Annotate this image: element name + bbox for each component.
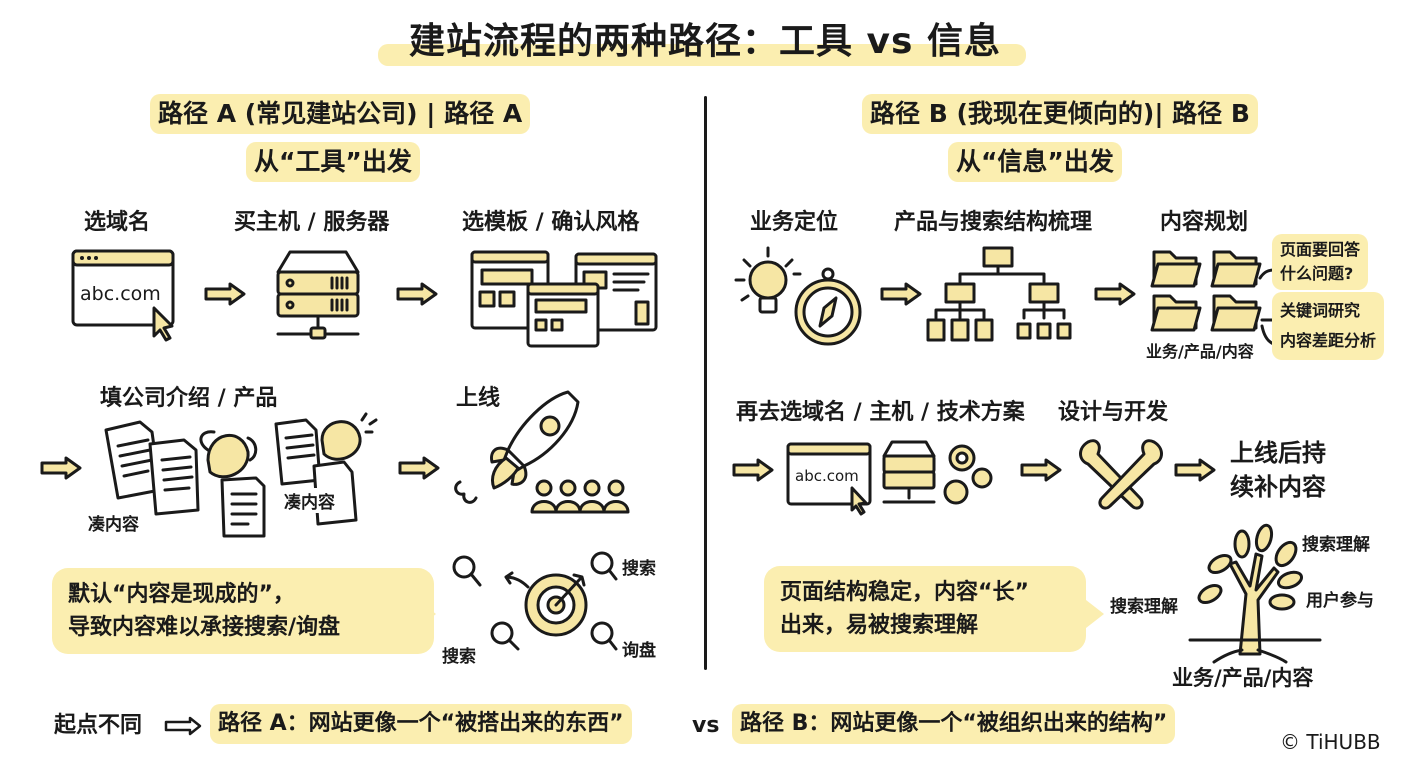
arrow-icon bbox=[1020, 458, 1062, 482]
note-line: 关键词研究 bbox=[1280, 301, 1361, 320]
lightbulb-compass-icon bbox=[734, 246, 862, 346]
note-keyword-gap: 关键词研究 内容差距分析 bbox=[1272, 292, 1385, 360]
arrow-outline-icon bbox=[164, 716, 202, 736]
bubble-tail bbox=[418, 600, 436, 628]
step-a2-label: 买主机 / 服务器 bbox=[234, 210, 390, 235]
bubble-tail bbox=[1086, 600, 1104, 628]
step-a3-label: 选模板 / 确认风格 bbox=[462, 210, 640, 235]
step-b6-line1: 上线后持 bbox=[1230, 439, 1326, 467]
note-page-questions: 页面要回答 什么问题? bbox=[1272, 234, 1369, 290]
tools-icon bbox=[1079, 439, 1163, 510]
path-b-subheading: 从“信息”出发 bbox=[948, 142, 1122, 182]
bottom-vs: vs bbox=[692, 713, 720, 738]
copyright: © TiHUBB bbox=[1280, 730, 1381, 754]
target-search-icon bbox=[452, 551, 618, 651]
arrow-icon bbox=[1094, 282, 1136, 306]
step-b1-label: 业务定位 bbox=[750, 210, 839, 235]
path-a-bubble: 默认“内容是现成的”， 导致内容难以承接搜索/询盘 bbox=[52, 568, 434, 654]
note-fill-content-2: 凑内容 bbox=[284, 488, 335, 513]
folders-icon bbox=[1150, 250, 1262, 332]
step-b3-label: 内容规划 bbox=[1160, 210, 1249, 235]
path-b-bubble-line1: 页面结构稳定，内容“长” bbox=[780, 580, 1029, 605]
title-highlight bbox=[378, 44, 1026, 66]
tree-label-user: 用户参与 bbox=[1306, 591, 1374, 611]
server-icon bbox=[276, 250, 360, 340]
tree-label-search-top: 搜索理解 bbox=[1302, 535, 1370, 555]
templates-icon bbox=[470, 250, 658, 348]
browser-server-gears-icon bbox=[786, 440, 993, 516]
arrow-icon bbox=[880, 282, 922, 306]
step-a1-label: 选域名 bbox=[84, 210, 151, 235]
note-line: 页面要回答 bbox=[1280, 240, 1361, 259]
arrow-icon bbox=[40, 456, 82, 480]
path-b-bubble-line2: 出来，易被搜索理解 bbox=[780, 613, 979, 638]
hierarchy-tree-icon bbox=[926, 246, 1072, 342]
arrow-icon bbox=[396, 282, 438, 306]
tree-label-roots: 业务/产品/内容 bbox=[1172, 666, 1314, 690]
step-b6-label: 上线后持 续补内容 bbox=[1230, 436, 1326, 504]
bottom-path-b-summary: 路径 B：网站更像一个“被组织出来的结构” bbox=[732, 704, 1176, 744]
domain-text: abc.com bbox=[80, 283, 161, 305]
step-b4-label: 再去选域名 / 主机 / 技术方案 bbox=[736, 400, 1025, 425]
growing-tree-icon bbox=[1188, 523, 1322, 664]
arrow-icon bbox=[732, 458, 774, 482]
rocket-launch-icon bbox=[454, 390, 630, 514]
browser-domain-icon bbox=[71, 249, 175, 342]
arrow-icon bbox=[398, 456, 440, 480]
target-label-inquiry: 询盘 bbox=[622, 641, 656, 661]
path-b-bubble: 页面结构稳定，内容“长” 出来，易被搜索理解 bbox=[764, 566, 1086, 652]
step-b2-label: 产品与搜索结构梳理 bbox=[894, 210, 1093, 235]
page-title: 建站流程的两种路径：工具 vs 信息 bbox=[409, 21, 1001, 62]
domain-text-b: abc.com bbox=[795, 467, 859, 485]
folders-caption: 业务/产品/内容 bbox=[1146, 342, 1254, 361]
stressed-documents-icon bbox=[104, 412, 378, 538]
path-a-heading: 路径 A (常见建站公司) | 路径 A bbox=[150, 94, 531, 134]
note-line: 什么问题? bbox=[1280, 264, 1354, 283]
note-fill-content-1: 凑内容 bbox=[88, 515, 139, 535]
step-a4-label: 填公司介绍 / 产品 bbox=[100, 386, 278, 411]
step-a5-label: 上线 bbox=[456, 386, 501, 411]
arrow-icon bbox=[1174, 458, 1216, 482]
bottom-path-a-summary: 路径 A：网站更像一个“被搭出来的东西” bbox=[210, 704, 632, 744]
target-label-search-2: 搜索 bbox=[442, 647, 476, 667]
target-label-search-1: 搜索 bbox=[622, 559, 656, 579]
arrow-icon bbox=[204, 282, 246, 306]
bottom-lead: 起点不同 bbox=[54, 713, 143, 738]
step-b5-label: 设计与开发 bbox=[1058, 400, 1169, 425]
center-divider bbox=[704, 96, 707, 670]
note-line: 内容差距分析 bbox=[1280, 331, 1377, 350]
step-b6-line2: 续补内容 bbox=[1230, 473, 1326, 501]
path-a-bubble-line2: 导致内容难以承接搜索/询盘 bbox=[68, 615, 341, 640]
path-a-subheading: 从“工具”出发 bbox=[246, 142, 420, 182]
path-a-bubble-line1: 默认“内容是现成的”， bbox=[68, 582, 295, 607]
path-b-heading: 路径 B (我现在更倾向的)| 路径 B bbox=[862, 94, 1258, 134]
tree-label-search-left: 搜索理解 bbox=[1110, 597, 1178, 617]
